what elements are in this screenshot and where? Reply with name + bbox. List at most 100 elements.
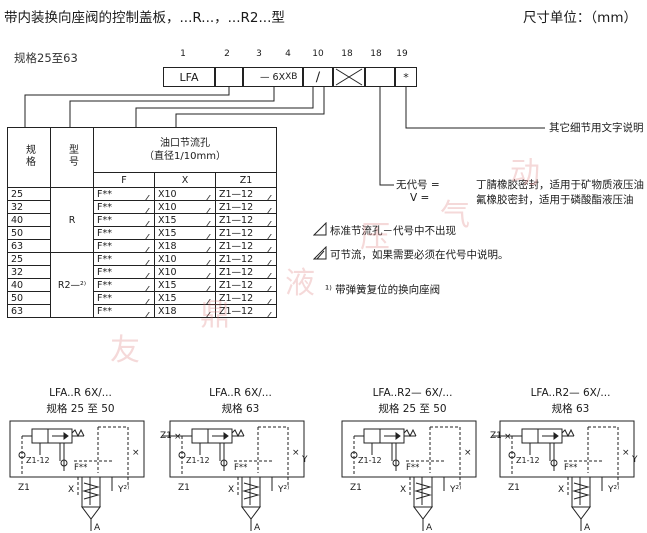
- col-x: X: [154, 172, 216, 188]
- unit-label: 尺寸单位：（mm）: [522, 10, 637, 26]
- triangle-standard-icon: [313, 222, 327, 236]
- size-range-label: 规格25至63: [14, 51, 78, 65]
- circuit-a-port: A: [94, 523, 101, 533]
- cell-orifice: F**: [93, 200, 155, 214]
- triangle-tick-icon: [206, 260, 216, 265]
- cell-value: Z1—12: [219, 266, 254, 278]
- circuit-symbol: ×: [341, 420, 477, 531]
- circuit-y-label: Y: [302, 455, 308, 465]
- circuit-title: LFA..R 6X/...: [209, 387, 272, 399]
- circuit-y-port: Y²⁾: [118, 485, 130, 495]
- circuit-f-orifice: F**: [74, 463, 88, 473]
- svg-text:×: ×: [292, 448, 300, 458]
- header-type: 型号: [50, 127, 94, 188]
- cell-value: Z1—12: [219, 240, 254, 252]
- circuit-3: LFA..R2— 6X/... 规格 25 至 50: [340, 387, 485, 533]
- code-box-seal: ∕: [303, 67, 333, 87]
- cell-orifice: Z1—12: [215, 213, 277, 227]
- legend-optional: 可节流，如果需要必须在代号中说明。: [330, 249, 509, 261]
- circuit-subtitle: 规格 25 至 50: [46, 403, 115, 415]
- cell-size: 63: [7, 239, 51, 253]
- col-z1: Z1: [215, 172, 277, 188]
- table-row: 63 F** X18 Z1—12: [7, 239, 277, 253]
- legend-standard: 标准节流孔－代号中不出现: [330, 225, 456, 237]
- circuit-a-port: A: [426, 523, 433, 533]
- cell-orifice: X15: [154, 291, 216, 305]
- circuit-y-port: Y²⁾: [450, 485, 462, 495]
- triangle-tick-icon: [267, 299, 277, 304]
- cell-orifice: F**: [93, 252, 155, 266]
- cell-value: X18: [158, 240, 177, 252]
- circuit-x-port: X: [68, 485, 75, 495]
- triangle-tick-icon: [267, 208, 277, 213]
- seal-v-key: V =: [410, 192, 430, 204]
- cell-orifice: Z1—12: [215, 252, 277, 266]
- cell-value: X18: [158, 305, 177, 317]
- circuit-a-port: A: [584, 523, 591, 533]
- circuit-f-orifice: F**: [406, 463, 420, 473]
- circuit-x-port: X: [558, 485, 565, 495]
- triangle-tick-icon: [206, 208, 216, 213]
- circuit-y-port: Y²⁾: [278, 485, 290, 495]
- cell-type: R: [50, 187, 94, 253]
- cell-orifice: X18: [154, 239, 216, 253]
- cell-size: 25: [7, 187, 51, 201]
- triangle-tick-icon: [145, 260, 155, 265]
- triangle-tick-icon: [206, 273, 216, 278]
- cell-value: F**: [97, 188, 112, 200]
- circuit-2: LFA..R 6X/... 规格 63: [160, 387, 313, 533]
- cell-value: F**: [97, 292, 112, 304]
- header-size: 规格: [7, 127, 51, 188]
- cell-value: X15: [158, 292, 177, 304]
- svg-text:×: ×: [504, 432, 512, 442]
- triangle-tick-icon: [267, 260, 277, 265]
- series-text: — 6X: [260, 71, 286, 83]
- circuit-z1-12: Z1-12: [358, 456, 382, 465]
- circuit-1: LFA..R 6X/... 规格 25 至 50: [8, 387, 153, 533]
- triangle-tick-icon: [267, 286, 277, 291]
- code-number-19: 19: [396, 49, 408, 59]
- cell-orifice: Z1—12: [215, 291, 277, 305]
- circuit-subtitle: 规格 63: [551, 403, 590, 415]
- circuit-z1-port: Z1: [178, 483, 190, 493]
- cell-orifice: F**: [93, 213, 155, 227]
- col-f: F: [93, 172, 155, 188]
- code-number-2: 2: [224, 49, 230, 59]
- cell-value: X15: [158, 279, 177, 291]
- code-number-18a: 18: [341, 49, 353, 59]
- note-further-details: 其它细节用文字说明: [549, 122, 644, 134]
- triangle-tick-icon: [145, 208, 155, 213]
- cell-type: R2—²⁾: [50, 252, 94, 318]
- cell-orifice: Z1—12: [215, 239, 277, 253]
- code-box-cross: [333, 67, 365, 87]
- cell-value: Z1—12: [219, 227, 254, 239]
- triangle-tick-icon: [206, 247, 216, 252]
- cell-value: F**: [97, 214, 112, 226]
- cell-value: X10: [158, 253, 177, 265]
- triangle-tick-icon: [145, 299, 155, 304]
- cell-value: F**: [97, 240, 112, 252]
- cell-size: 40: [7, 278, 51, 292]
- cell-size: 63: [7, 304, 51, 318]
- seal-v-text: 氟橡胶密封，适用于磷酸酯液压油: [476, 194, 634, 206]
- circuit-title: LFA..R 6X/...: [49, 387, 112, 399]
- cell-value: Z1—12: [219, 201, 254, 213]
- cell-orifice: X15: [154, 213, 216, 227]
- cell-value: F**: [97, 201, 112, 213]
- code-number-10: 10: [312, 49, 324, 59]
- cell-orifice: Z1—12: [215, 226, 277, 240]
- cell-value: F**: [97, 266, 112, 278]
- triangle-tick-icon: [145, 286, 155, 291]
- cell-orifice: F**: [93, 239, 155, 253]
- cell-value: X10: [158, 266, 177, 278]
- circuit-title: LFA..R2— 6X/...: [372, 387, 453, 399]
- cell-orifice: X10: [154, 252, 216, 266]
